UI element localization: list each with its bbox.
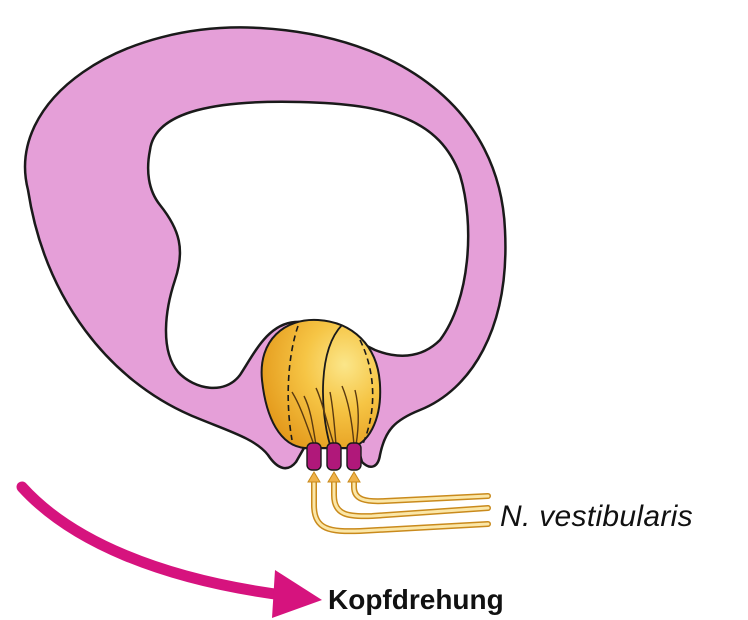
- head-rotation-arrow-icon: [22, 487, 322, 618]
- hair-cell: [327, 443, 341, 470]
- hair-cells: [307, 443, 361, 470]
- head-rotation-label: Kopfdrehung: [328, 584, 504, 616]
- cupula: [262, 320, 381, 448]
- hair-cell: [347, 443, 361, 470]
- nerve-label: N. vestibularis: [500, 500, 693, 534]
- hair-cell: [307, 443, 321, 470]
- nerve-fibers: [308, 472, 488, 531]
